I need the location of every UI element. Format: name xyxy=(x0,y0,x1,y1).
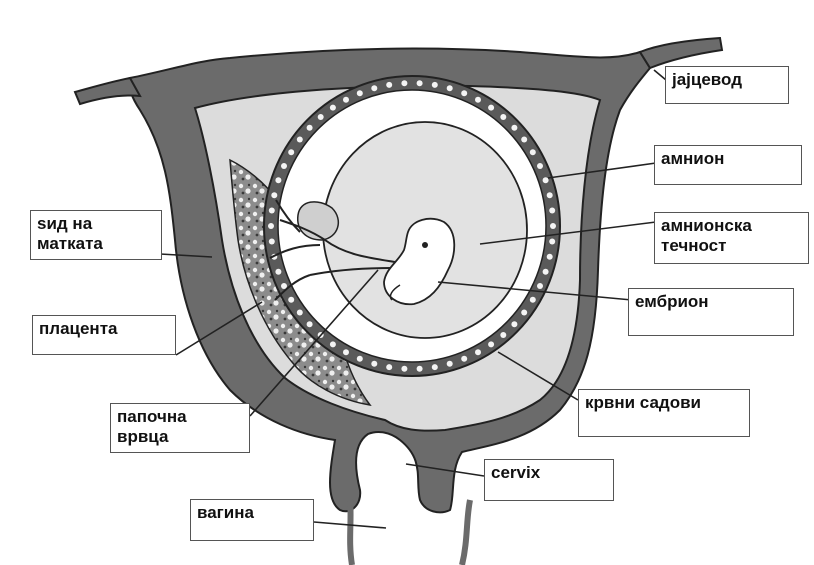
villus-dot xyxy=(269,208,275,214)
label-amnion: амнион xyxy=(654,145,802,185)
label-embryo: ембрион xyxy=(628,288,794,336)
villus-dot xyxy=(275,177,281,183)
villus-dot xyxy=(549,239,555,245)
villus-dot xyxy=(371,361,377,367)
villus-dot xyxy=(461,90,467,96)
villus-dot xyxy=(401,80,407,86)
villus-dot xyxy=(417,366,423,372)
villus-dot xyxy=(543,269,549,275)
villus-dot xyxy=(447,85,453,91)
villus-dot xyxy=(268,223,274,229)
yolk-sac xyxy=(298,202,339,240)
right-oviduct xyxy=(640,38,722,68)
villus-dot xyxy=(288,149,294,155)
villus-dot xyxy=(500,332,506,338)
villus-dot xyxy=(269,239,275,245)
label-placenta: плацента xyxy=(32,315,176,355)
villus-dot xyxy=(307,321,313,327)
villus-dot xyxy=(386,82,392,88)
embryo-eye xyxy=(422,242,428,248)
villus-dot xyxy=(547,192,553,198)
villus-dot xyxy=(330,105,336,111)
label-uterus-wall: ѕид на матката xyxy=(30,210,162,260)
villus-dot xyxy=(271,192,277,198)
villus-dot xyxy=(318,114,324,120)
villus-dot xyxy=(488,341,494,347)
villus-dot xyxy=(371,85,377,91)
label-vagina: вагина xyxy=(190,499,314,541)
villus-dot xyxy=(275,269,281,275)
label-cervix: cervix xyxy=(484,459,614,501)
villus-dot xyxy=(357,90,363,96)
villus-dot xyxy=(297,310,303,316)
villus-dot xyxy=(386,364,392,370)
villus-dot xyxy=(511,125,517,131)
villus-dot xyxy=(432,364,438,370)
villus-dot xyxy=(432,82,438,88)
villus-dot xyxy=(547,254,553,260)
label-amniotic-fluid: амнионска течност xyxy=(654,212,809,264)
villus-dot xyxy=(530,297,536,303)
villus-dot xyxy=(530,149,536,155)
villus-dot xyxy=(401,366,407,372)
villus-dot xyxy=(550,223,556,229)
villus-dot xyxy=(511,321,517,327)
villus-dot xyxy=(549,208,555,214)
left-oviduct xyxy=(75,78,140,104)
villus-dot xyxy=(537,163,543,169)
villus-dot xyxy=(537,283,543,289)
villus-dot xyxy=(357,356,363,362)
villus-dot xyxy=(543,177,549,183)
label-blood-vessels: крвни садови xyxy=(578,389,750,437)
villus-dot xyxy=(288,297,294,303)
villus-dot xyxy=(521,310,527,316)
villus-dot xyxy=(521,137,527,143)
villus-dot xyxy=(500,114,506,120)
villus-dot xyxy=(488,105,494,111)
villus-dot xyxy=(330,341,336,347)
villus-dot xyxy=(417,80,423,86)
label-umbilical-cord: папочна врвца xyxy=(110,403,250,453)
villus-dot xyxy=(343,97,349,103)
villus-dot xyxy=(461,356,467,362)
villus-dot xyxy=(343,349,349,355)
villus-dot xyxy=(475,349,481,355)
villus-dot xyxy=(297,137,303,143)
vagina-walls xyxy=(350,500,470,565)
villus-dot xyxy=(307,125,313,131)
villus-dot xyxy=(281,163,287,169)
villus-dot xyxy=(475,97,481,103)
villus-dot xyxy=(447,361,453,367)
label-oviduct: јајцевод xyxy=(665,66,789,104)
